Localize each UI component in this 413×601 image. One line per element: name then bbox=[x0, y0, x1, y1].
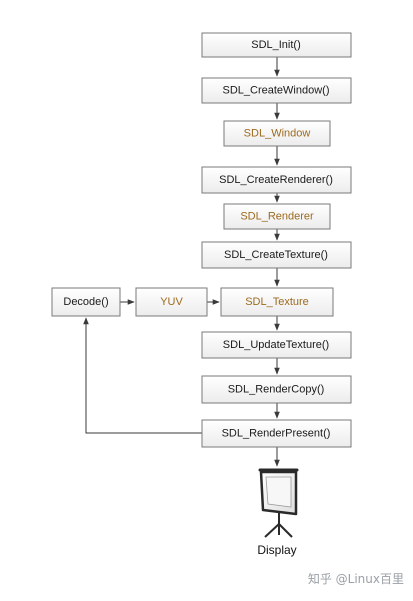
node-sdl-createwindow-label: SDL_CreateWindow() bbox=[223, 85, 330, 97]
connectors bbox=[83, 57, 280, 467]
node-sdl-createtexture: SDL_CreateTexture() bbox=[201, 241, 352, 269]
node-sdl-renderer-label: SDL_Renderer bbox=[240, 211, 314, 223]
display-label: Display bbox=[257, 543, 296, 557]
node-decode-label: Decode() bbox=[63, 296, 108, 308]
node-sdl-init: SDL_Init() bbox=[201, 32, 352, 58]
projector-screen-icon bbox=[258, 468, 299, 538]
node-sdl-updatetexture-label: SDL_UpdateTexture() bbox=[223, 339, 329, 351]
node-sdl-renderpresent-label: SDL_RenderPresent() bbox=[222, 428, 331, 440]
node-sdl-init-label: SDL_Init() bbox=[251, 39, 301, 51]
arrow-renderpresent-loop-to-decode bbox=[83, 317, 202, 434]
node-yuv-label: YUV bbox=[160, 296, 183, 308]
node-yuv: YUV bbox=[135, 287, 208, 317]
node-sdl-createwindow: SDL_CreateWindow() bbox=[201, 77, 352, 104]
node-sdl-texture: SDL_Texture bbox=[220, 287, 334, 317]
watermark: 知乎 @Linux百里 bbox=[308, 572, 404, 586]
node-sdl-renderer: SDL_Renderer bbox=[223, 203, 331, 230]
node-sdl-renderpresent: SDL_RenderPresent() bbox=[201, 419, 352, 448]
node-sdl-createrenderer-label: SDL_CreateRenderer() bbox=[219, 174, 333, 186]
node-sdl-rendercopy: SDL_RenderCopy() bbox=[201, 375, 352, 404]
node-sdl-createrenderer: SDL_CreateRenderer() bbox=[201, 166, 352, 194]
node-sdl-window-label: SDL_Window bbox=[244, 128, 311, 140]
node-sdl-window: SDL_Window bbox=[223, 120, 331, 147]
node-sdl-createtexture-label: SDL_CreateTexture() bbox=[224, 249, 328, 261]
node-sdl-updatetexture: SDL_UpdateTexture() bbox=[201, 331, 352, 359]
node-sdl-texture-label: SDL_Texture bbox=[245, 296, 309, 308]
node-sdl-rendercopy-label: SDL_RenderCopy() bbox=[228, 384, 325, 396]
node-decode: Decode() bbox=[51, 287, 121, 317]
